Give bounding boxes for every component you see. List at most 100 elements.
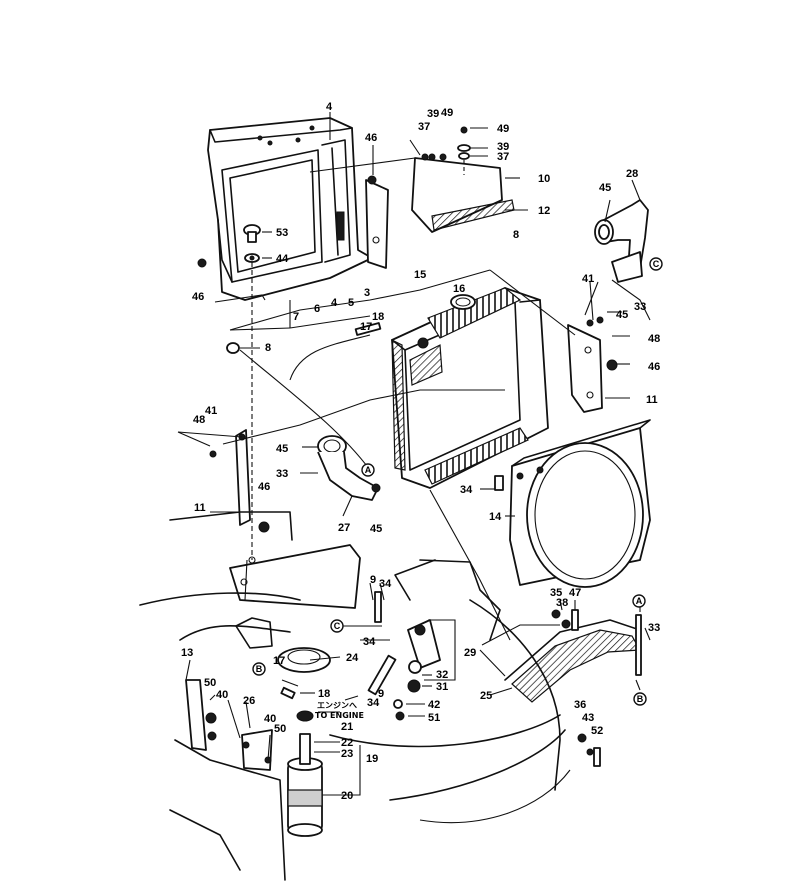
reference-mark-c: C [330, 619, 344, 633]
callout: 25 [480, 690, 492, 702]
callout: 43 [582, 712, 594, 724]
upper-hose [594, 199, 649, 283]
callout: 17 [273, 655, 285, 667]
callout: 11 [194, 502, 206, 514]
reference-mark-c: C [649, 257, 663, 271]
callout: 15 [414, 269, 426, 281]
callout: 24 [346, 652, 359, 664]
engine-note-english: TO ENGINE [315, 711, 364, 720]
callout: 34 [460, 484, 473, 496]
callout: 32 [436, 669, 448, 681]
callout: 26 [243, 695, 255, 707]
engine-note-japanese: エンジンへ [317, 701, 357, 710]
callout: 19 [366, 753, 378, 765]
callout: 33 [634, 301, 646, 313]
callout: 27 [338, 522, 350, 534]
svg-text:C: C [334, 621, 341, 631]
callout: 49 [441, 107, 453, 119]
bolt-53-assembly [243, 224, 261, 560]
bracket-11-left [209, 342, 270, 533]
callout: 8 [265, 342, 271, 354]
callout: 46 [648, 361, 660, 373]
callout: 9 [370, 574, 376, 586]
callout: 31 [436, 681, 448, 693]
callout: 40 [264, 713, 276, 725]
svg-text:A: A [636, 596, 643, 606]
callout: 12 [538, 205, 550, 217]
svg-text:C: C [653, 259, 660, 269]
callout: 18 [372, 311, 384, 323]
fan-guard [504, 609, 642, 767]
callout: 48 [648, 333, 660, 345]
reference-mark-b: B [252, 662, 266, 676]
callout: 41 [205, 405, 217, 417]
callout: 29 [464, 647, 476, 659]
callout: 5 [348, 297, 354, 309]
callout: 23 [341, 748, 353, 760]
callout: 51 [428, 712, 440, 724]
radiator-cap [277, 647, 331, 673]
callout: 45 [276, 443, 288, 455]
callout: 18 [318, 688, 330, 700]
callout: 4 [331, 297, 338, 309]
callout: 17 [360, 321, 372, 333]
callout: 34 [379, 578, 392, 590]
callout: 47 [569, 587, 581, 599]
callout: 46 [192, 291, 204, 303]
left-mount-plate [229, 544, 361, 609]
reference-marks: A C C B A B [252, 257, 663, 706]
stud-bolts [354, 322, 397, 696]
callout: 7 [293, 311, 299, 323]
drain-cock-assembly [393, 619, 441, 721]
radiator [391, 287, 549, 491]
callout: 11 [646, 394, 658, 406]
callout: 14 [489, 511, 502, 523]
callout: 21 [341, 721, 353, 733]
callout: 10 [538, 173, 550, 185]
callout: 38 [556, 597, 568, 609]
callout: 48 [193, 414, 205, 426]
reference-mark-a: A [361, 463, 375, 477]
bolt-46-left [197, 258, 207, 268]
callout: 35 [550, 587, 562, 599]
reference-mark-b: B [633, 692, 647, 706]
svg-text:B: B [637, 694, 644, 704]
bracket-11-right [567, 316, 618, 413]
callout: 34 [363, 636, 376, 648]
callout: 28 [626, 168, 638, 180]
callout: 45 [370, 523, 382, 535]
callout: 45 [599, 182, 611, 194]
callout: 13 [181, 647, 193, 659]
callout: 52 [591, 725, 603, 737]
reference-mark-a: A [632, 594, 646, 608]
callout: 33 [648, 622, 660, 634]
fan-shroud [509, 419, 651, 588]
callout: 9 [378, 688, 384, 700]
svg-text:A: A [365, 465, 372, 475]
callout-labels: 4 46 39 49 37 49 39 37 10 12 28 45 53 44… [181, 101, 660, 802]
callout: 50 [204, 677, 216, 689]
top-cover-plate [309, 126, 515, 233]
callout: 6 [314, 303, 320, 315]
lower-hose [317, 435, 381, 501]
callout: 46 [258, 481, 270, 493]
callout: 41 [582, 273, 594, 285]
callout: 37 [497, 151, 509, 163]
callout: 45 [616, 309, 628, 321]
callout: 50 [274, 723, 286, 735]
callout: 20 [341, 790, 353, 802]
callout: 33 [276, 468, 288, 480]
filter-bracket [185, 679, 273, 771]
callout: 44 [276, 253, 289, 265]
callout: 8 [513, 229, 519, 241]
callout: 22 [341, 737, 353, 749]
callout: 49 [497, 123, 509, 135]
callout: 34 [367, 697, 380, 709]
callout: 39 [497, 141, 509, 153]
leader-lines [177, 112, 651, 824]
callout: 4 [326, 101, 333, 113]
callout: 42 [428, 699, 440, 711]
callout: 36 [574, 699, 586, 711]
hood-housing [207, 117, 373, 301]
